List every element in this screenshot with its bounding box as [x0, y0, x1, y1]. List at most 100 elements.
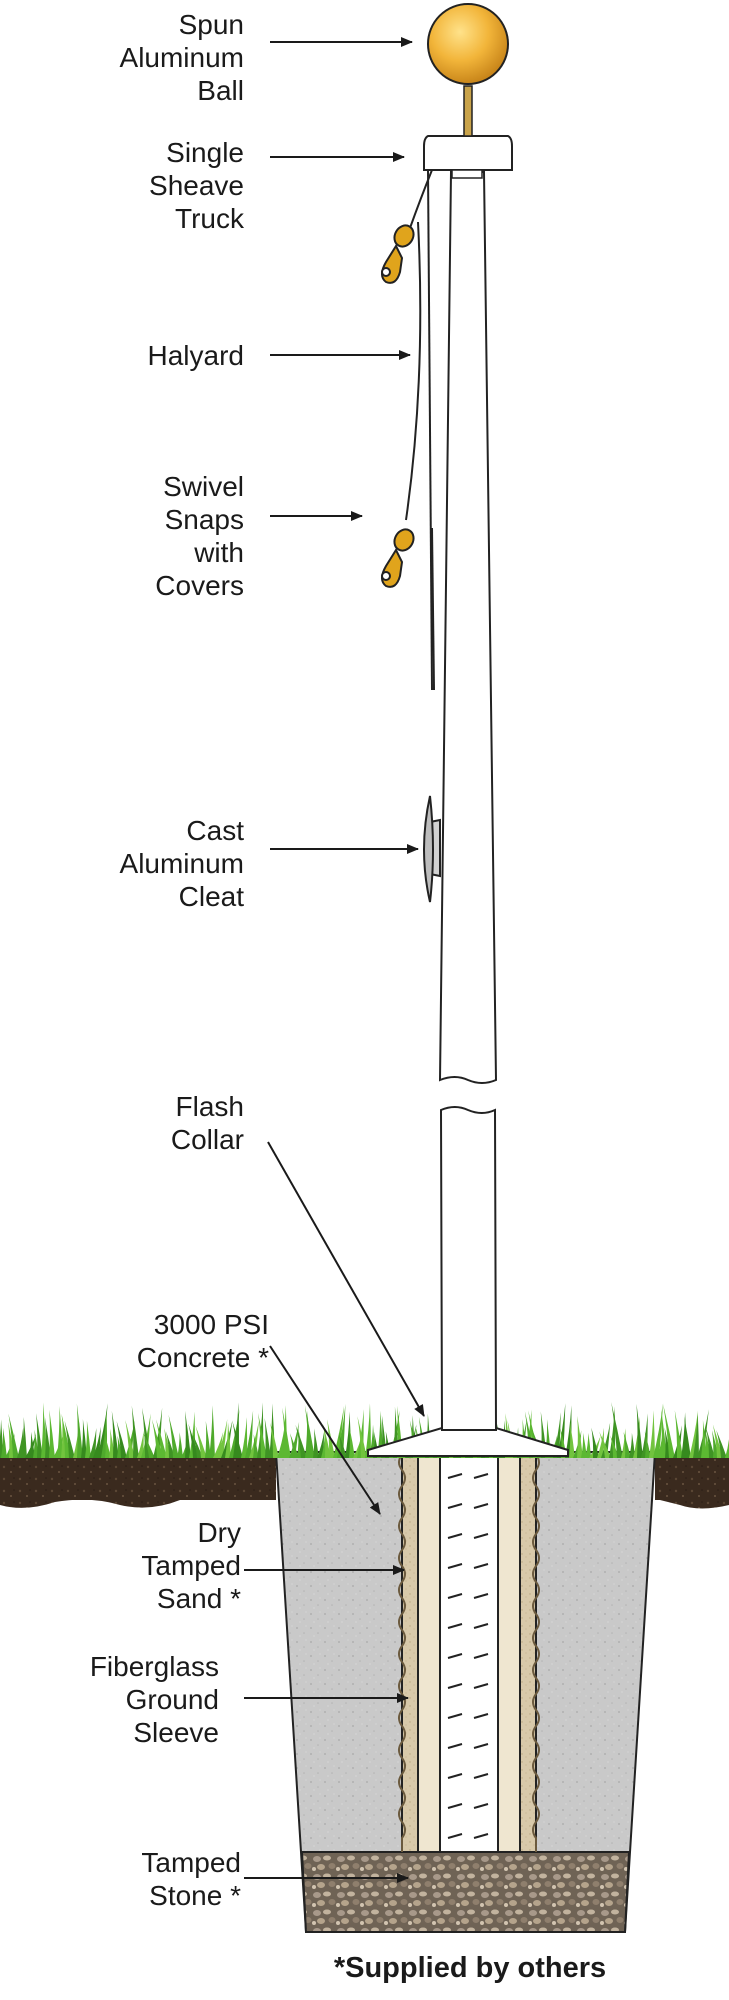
grass-blade — [253, 1434, 259, 1458]
grass-blade — [357, 1416, 367, 1458]
grass-blade — [258, 1412, 267, 1458]
label-line: Tamped — [141, 1847, 241, 1878]
grass-blade — [701, 1420, 707, 1458]
grass-blade — [663, 1403, 675, 1458]
grass-blade — [577, 1415, 583, 1458]
grass-blade — [151, 1419, 163, 1458]
grass-blade — [644, 1431, 651, 1458]
grass-blade — [337, 1403, 346, 1458]
grass-blade — [693, 1412, 699, 1458]
grass-blade — [333, 1405, 345, 1458]
grass-blade — [192, 1433, 203, 1458]
grass-blade — [338, 1433, 347, 1458]
grass-blade — [653, 1403, 664, 1458]
grass-blade — [49, 1409, 55, 1458]
grass-blade — [209, 1405, 215, 1458]
label-halyard: Halyard — [148, 339, 244, 372]
grass-blade — [89, 1427, 97, 1458]
grass-blade — [649, 1410, 655, 1458]
pole-below-ground — [439, 1454, 499, 1853]
grass-blade — [597, 1427, 605, 1458]
label-line: Snaps — [164, 504, 244, 535]
label-line: Ball — [197, 75, 244, 106]
truck-base-ring — [451, 169, 483, 179]
grass-blade — [674, 1410, 683, 1458]
label-line: Stone * — [149, 1880, 241, 1911]
label-line: Truck — [175, 203, 244, 234]
grass-blade — [64, 1420, 75, 1458]
grass-blade — [289, 1433, 299, 1458]
label-line: Halyard — [147, 340, 244, 371]
label-line: Ground — [125, 1684, 219, 1715]
single-sheave-truck — [423, 135, 513, 171]
halyard-rope-2 — [427, 169, 433, 691]
tamped-stone-layer — [300, 1851, 631, 1933]
grass-blade — [116, 1421, 127, 1458]
grass-blade — [623, 1431, 631, 1458]
grass-blade — [17, 1428, 24, 1458]
grass-blade — [601, 1422, 611, 1458]
label-line: Single — [166, 137, 244, 168]
grass-blade — [85, 1420, 91, 1458]
arrow-concrete — [269, 1345, 381, 1515]
pole-upper-section — [438, 171, 498, 1084]
grass-blade — [317, 1431, 325, 1458]
label-line: Concrete * — [136, 1342, 269, 1373]
grass-blade — [36, 1413, 43, 1458]
grass-blade — [41, 1402, 47, 1458]
label-line: 3000 PSI — [153, 1309, 269, 1340]
sand-right-edge — [532, 1454, 540, 1852]
grass-blade — [0, 1419, 3, 1458]
label-line: Dry — [197, 1517, 241, 1548]
grass-blade — [716, 1429, 727, 1458]
label-line: Cast — [186, 815, 244, 846]
grass-blade — [44, 1417, 51, 1458]
label-line: Spun — [178, 9, 244, 40]
grass-blade — [111, 1410, 119, 1458]
grass-blade — [629, 1432, 635, 1458]
grass-blade — [57, 1405, 63, 1458]
swivel-snap-lower — [381, 528, 415, 588]
halyard-rope-3 — [405, 221, 422, 521]
grass-blade — [611, 1402, 623, 1458]
grass-blade — [585, 1432, 591, 1458]
label-line: Flash — [175, 1091, 244, 1122]
label-line: Swivel — [163, 471, 244, 502]
soil-right — [655, 1455, 729, 1500]
label-line: Cleat — [178, 881, 244, 912]
ball-stem — [463, 85, 473, 137]
grass-blade — [591, 1427, 599, 1458]
label-line: Covers — [155, 570, 244, 601]
grass-blade — [177, 1432, 183, 1458]
grass-blade — [143, 1433, 155, 1458]
arrow-collar — [267, 1141, 425, 1417]
grass-blade — [270, 1422, 279, 1458]
grass-blade — [81, 1419, 87, 1458]
grass-blade — [125, 1420, 135, 1458]
grass-blade — [185, 1410, 191, 1458]
grass-blade — [245, 1410, 254, 1458]
grass-blade — [323, 1424, 331, 1458]
grass-blade — [241, 1417, 248, 1458]
grass-blade — [156, 1419, 167, 1458]
label-line: Tamped — [141, 1550, 241, 1581]
soil-left — [0, 1455, 276, 1500]
grass-blade — [195, 1425, 207, 1458]
label-line: with — [194, 537, 244, 568]
grass-blade — [264, 1418, 271, 1458]
pole-hidden-lines — [447, 1473, 489, 1839]
sand-left-edge — [398, 1454, 406, 1852]
grass-blade — [313, 1428, 319, 1458]
grass-blade — [93, 1426, 101, 1458]
grass-blade — [569, 1421, 575, 1458]
grass-blade — [131, 1405, 139, 1458]
